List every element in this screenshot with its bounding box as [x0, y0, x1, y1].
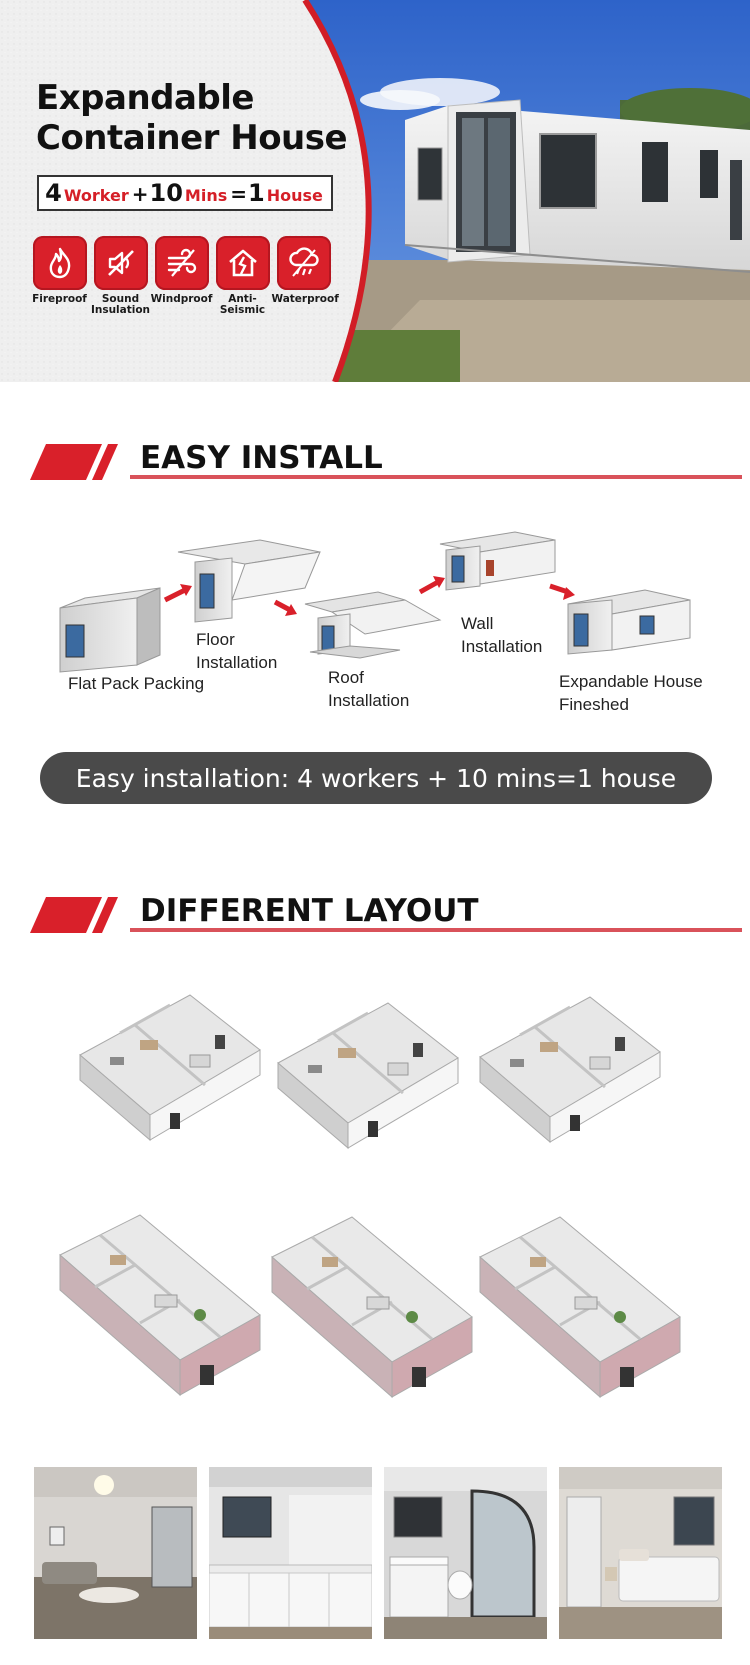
wall-installation-illustration [439, 531, 556, 591]
section-header-different-layout: DIFFERENT LAYOUT [30, 893, 742, 933]
fire-icon [32, 236, 87, 290]
interior-photo-strip [34, 1467, 722, 1639]
formula-house-unit: House [266, 186, 323, 205]
installation-summary-pill: Easy installation: 4 workers + 10 mins=1… [40, 752, 712, 804]
roof-installation-illustration [304, 591, 442, 659]
floor-plan-gallery [0, 985, 750, 1430]
hero-banner: Expandable Container House 4 Worker + 10… [0, 0, 750, 382]
red-stripe-icon [30, 897, 118, 933]
layout-plan-3 [478, 995, 662, 1144]
layout-plan-1 [78, 993, 262, 1142]
interior-kitchen-photo [209, 1467, 372, 1639]
sound-off-icon [93, 236, 148, 290]
step-wall-label: Wall Installation [461, 614, 543, 656]
install-steps: Flat Pack Packing Floor Installation Roo… [0, 500, 750, 740]
floor-plans-illustration [58, 993, 682, 1399]
layout-plan-2 [276, 1001, 460, 1150]
finished-house-illustration [567, 589, 691, 655]
section-title: EASY INSTALL [140, 440, 383, 476]
formula-house-number: 1 [248, 179, 265, 207]
feature-fireproof: Fireproof [32, 236, 87, 316]
interior-living-room-photo [34, 1467, 197, 1639]
interior-bedroom-photo [559, 1467, 722, 1639]
section-header-easy-install: EASY INSTALL [30, 440, 742, 480]
step-roof-label: Roof Installation [328, 668, 410, 710]
install-formula-box: 4 Worker + 10 Mins = 1 House [37, 175, 333, 211]
feature-windproof: Windproof [151, 236, 212, 316]
section-rule [130, 928, 742, 932]
feature-label: Waterproof [271, 293, 339, 305]
section-title: DIFFERENT LAYOUT [140, 893, 479, 929]
section-rule [130, 475, 742, 479]
formula-workers-number: 4 [45, 179, 62, 207]
floor-installation-illustration [177, 539, 321, 623]
hero-title-line1: Expandable [36, 78, 254, 118]
wind-icon [154, 236, 209, 290]
feature-sound-insulation: Sound Insulation [91, 236, 150, 316]
feature-label: Fireproof [32, 293, 87, 305]
red-stripe-icon [30, 444, 118, 480]
layout-plan-6 [478, 1215, 682, 1399]
rain-cloud-icon [276, 236, 331, 290]
step-floor-label: Floor Installation [196, 630, 278, 672]
formula-mins-number: 10 [149, 179, 183, 207]
install-steps-illustration [59, 531, 691, 673]
feature-waterproof: Waterproof [272, 236, 339, 316]
feature-label: Anti-Seismic [219, 293, 266, 316]
formula-equals: = [230, 182, 248, 206]
hero-house-photo [300, 0, 750, 382]
flat-pack-illustration [59, 587, 161, 673]
interior-bathroom-photo [384, 1467, 547, 1639]
feature-badges: Fireproof Sound Insulation Windproof Ant… [32, 236, 339, 316]
hero-title: Expandable Container House [36, 78, 348, 158]
formula-plus: + [131, 182, 149, 206]
feature-anti-seismic: Anti-Seismic [215, 236, 270, 316]
layout-plan-4 [58, 1213, 262, 1397]
layout-plan-5 [270, 1215, 474, 1399]
step-flat-pack-label: Flat Pack Packing [68, 674, 205, 693]
feature-label: Windproof [150, 293, 213, 305]
hero-title-line2: Container House [36, 118, 348, 158]
step-finished-label: Expandable House Fineshed [559, 672, 703, 714]
feature-label: Sound Insulation [90, 293, 151, 316]
formula-mins-unit: Mins [184, 186, 228, 205]
formula-workers-unit: Worker [63, 186, 129, 205]
house-crack-icon [215, 236, 270, 290]
